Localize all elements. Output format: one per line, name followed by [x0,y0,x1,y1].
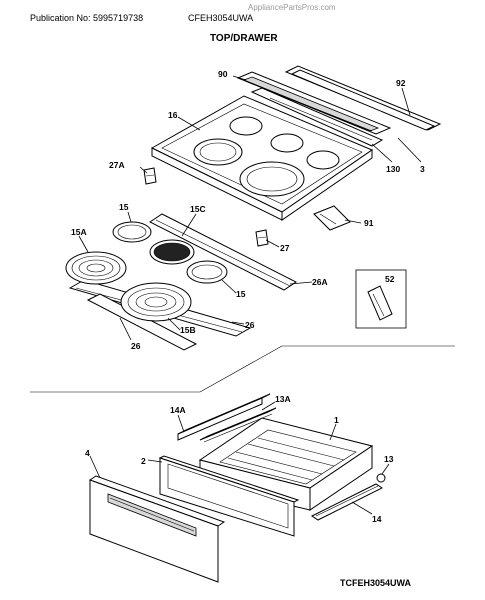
callout-27: 27 [280,243,290,253]
watermark: AppliancePartsPros.com [248,3,336,12]
drawer-body-1 [198,417,374,511]
callout-26a: 26A [312,277,328,287]
element-15a [65,251,127,285]
callout-13a: 13A [275,394,291,404]
drawer-frame-2 [158,455,300,537]
bracket-27 [255,229,269,247]
vent-130 [250,87,384,147]
runner-14 [311,483,383,521]
callout-130: 130 [386,164,400,174]
part-91 [313,205,351,231]
bracket-27a [143,167,157,185]
support-bar-15c [149,213,297,291]
callout-16: 16 [168,110,178,120]
callout-90: 90 [218,69,228,79]
callout-3: 3 [420,164,425,174]
callout-15-top: 15 [119,202,129,212]
callout-26-right: 26 [245,320,255,330]
element-15b [120,282,192,322]
leader-lines [78,75,422,515]
element-15-top [112,221,152,243]
callout-2: 2 [141,456,146,466]
callout-14a: 14A [170,405,186,415]
callout-15-right: 15 [236,289,246,299]
runner-13 [376,473,386,483]
callout-labels: 90 92 16 3 130 27A 15 15C 91 27 15A 26A … [71,69,425,524]
callout-52: 52 [385,274,395,284]
page-title: TOP/DRAWER [210,33,278,44]
callout-13: 13 [384,454,394,464]
rail-14a [177,393,271,441]
inset-52-box [355,269,407,329]
callout-14: 14 [372,514,382,524]
back-trim-90 [236,71,392,135]
callout-15b: 15B [180,325,196,335]
glass-cooktop-16 [150,95,374,221]
footer-code: TCFEH3054UWA [340,578,412,588]
callout-4: 4 [85,448,90,458]
callout-26-left: 26 [131,341,141,351]
callout-92: 92 [396,78,406,88]
element-15-right [186,260,228,284]
element-15c [149,239,195,265]
back-trim-92 [284,65,442,131]
callout-91: 91 [364,218,374,228]
callout-1: 1 [334,415,339,425]
callout-15a: 15A [71,227,87,237]
callout-15c: 15C [190,204,206,214]
drawer-front-4 [88,475,226,583]
publication-number: Publication No: 5995719738 [30,13,144,23]
model-number: CFEH3054UWA [188,13,254,23]
callout-27a: 27A [109,160,125,170]
